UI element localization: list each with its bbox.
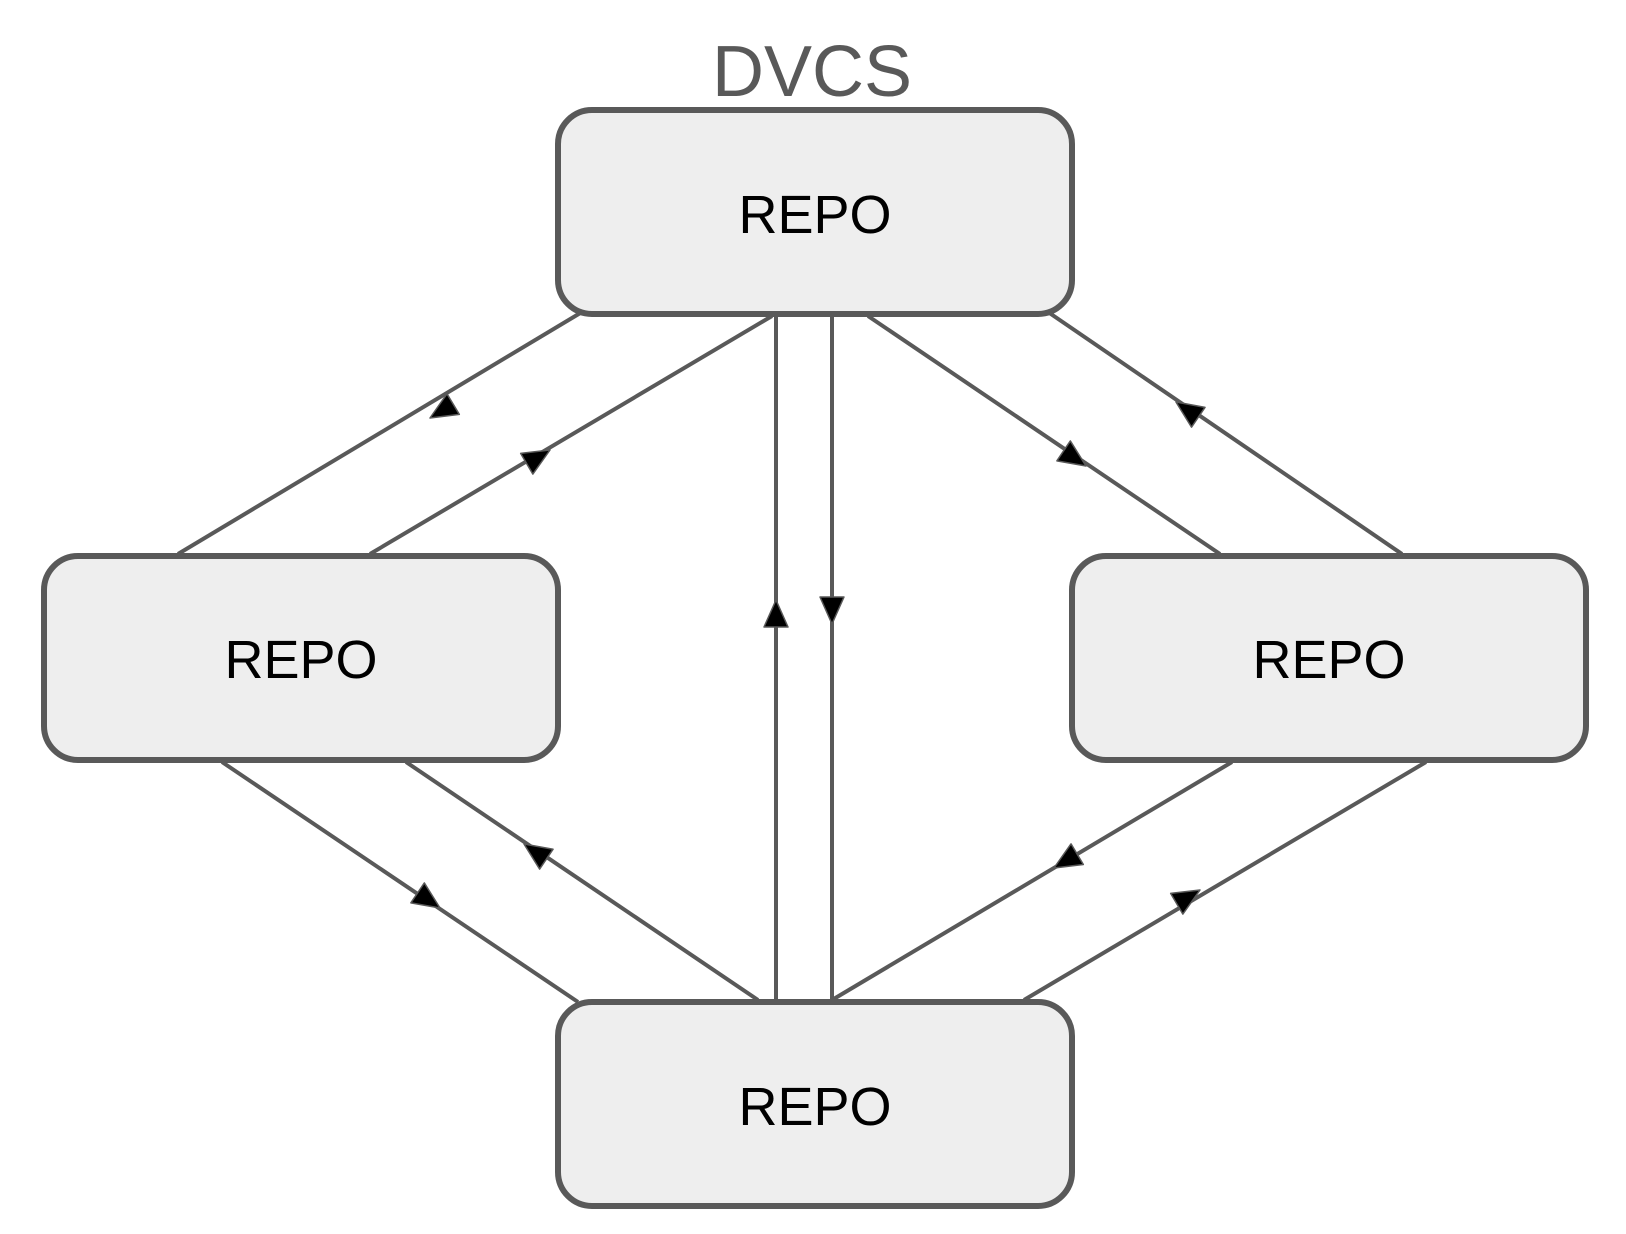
arrowhead-bottom-to-right: [1169, 889, 1201, 915]
repo-node-left: REPO: [41, 553, 561, 763]
arrowhead-left-to-top: [519, 449, 551, 475]
repo-node-top: REPO: [555, 107, 1075, 317]
edge-right-to-bottom: [830, 760, 1234, 1002]
repo-node-right: REPO: [1069, 553, 1589, 763]
edge-bottom-to-left: [404, 760, 760, 1002]
diagram-title: DVCS: [712, 32, 912, 112]
edge-top-to-right: [866, 314, 1222, 556]
arrowhead-right-to-top: [1175, 401, 1206, 428]
repo-node-right-label: REPO: [1252, 630, 1405, 690]
arrowhead-top-to-left: [429, 393, 461, 419]
arrowhead-top-to-right: [1056, 440, 1087, 467]
edge-left-to-bottom: [220, 760, 580, 1004]
edge-left-to-top: [368, 314, 774, 556]
repo-node-bottom-label: REPO: [738, 1077, 891, 1137]
repo-node-left-label: REPO: [224, 630, 377, 690]
arrowhead-top-to-bottom: [819, 596, 845, 625]
arrowheads: [410, 393, 1206, 915]
edges: [176, 310, 1428, 1004]
edge-bottom-to-right: [1022, 760, 1428, 1002]
arrowhead-right-to-bottom: [1053, 843, 1085, 869]
repo-node-top-label: REPO: [738, 185, 891, 245]
arrowhead-bottom-to-left: [523, 843, 554, 870]
edge-right-to-top: [1046, 310, 1404, 556]
edge-top-to-left: [176, 310, 584, 556]
arrowhead-left-to-bottom: [410, 882, 441, 909]
arrowhead-bottom-to-top: [763, 599, 789, 628]
repo-node-bottom: REPO: [555, 999, 1075, 1209]
